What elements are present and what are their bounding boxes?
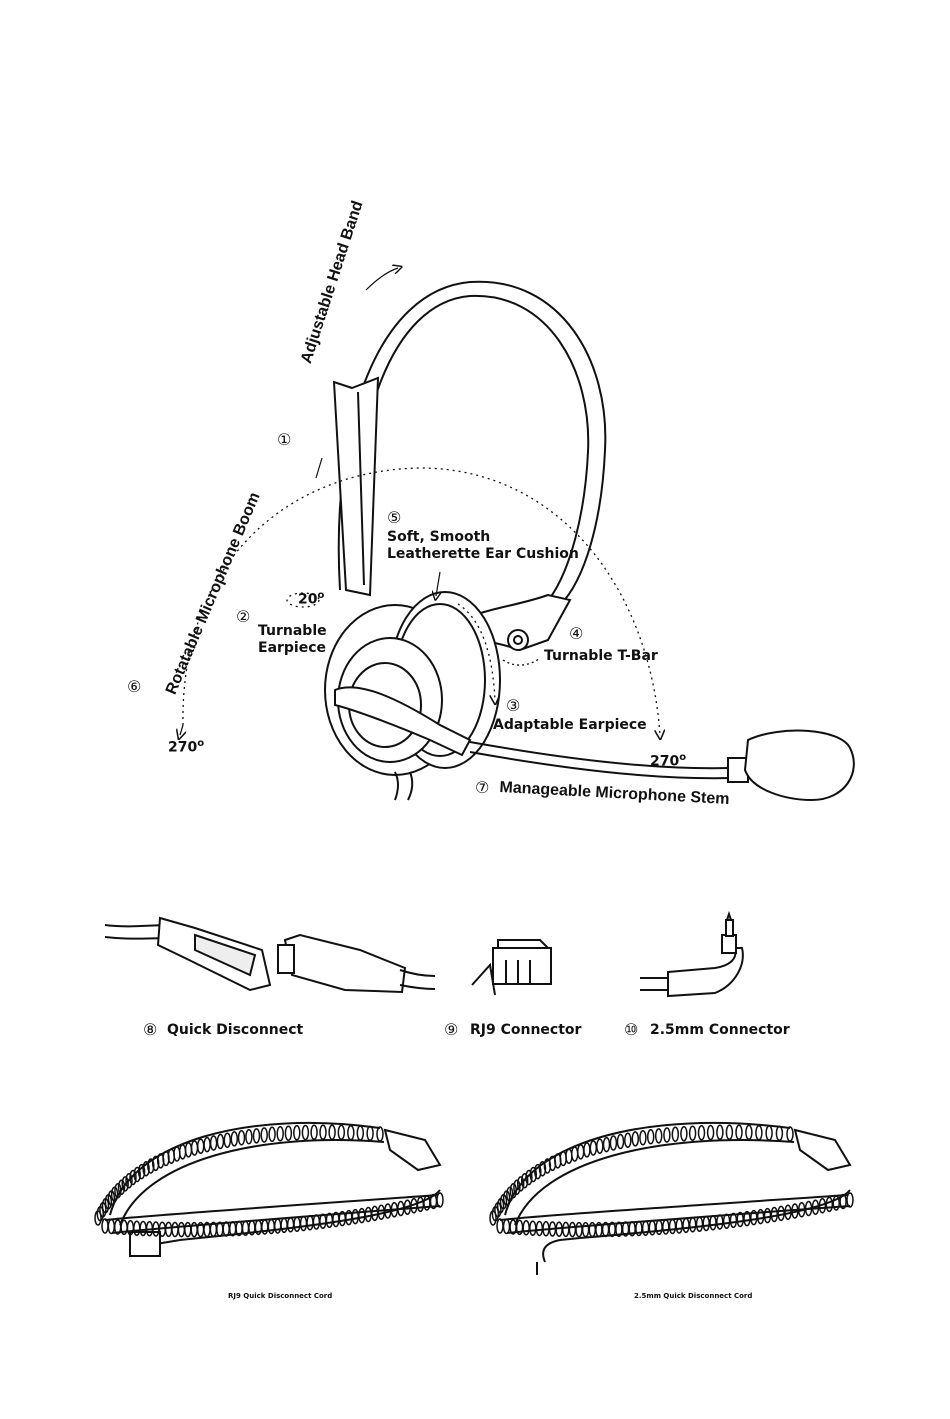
callout-4-marker: ④ [569,624,583,643]
callout-8-marker: ⑧ [143,1020,157,1039]
mm-connector-drawing [640,914,743,996]
boom-angle-left-label: 270o [168,738,204,756]
adaptable-earpiece-label: Adaptable Earpiece [493,717,647,734]
rj9-cord-caption: RJ9 Quick Disconnect Cord [228,1292,332,1300]
mm-connector-label: 2.5mm Connector [650,1022,790,1039]
rj9-connector-drawing [472,940,551,995]
coil-texture [95,1125,853,1236]
rj9-connector-label: RJ9 Connector [470,1022,581,1039]
turnable-earpiece-line1: Turnable [258,623,327,640]
callout-7-marker: ⑦ [475,778,489,797]
callout-5-marker: ⑤ [387,508,401,527]
headband-adjust-arrow-lower [316,458,322,478]
earpiece-angle-label: 20o [298,590,324,608]
callout-6-marker: ⑥ [127,677,141,696]
mm-cord-caption: 2.5mm Quick Disconnect Cord [634,1292,752,1300]
boom-angle-right-label: 270o [650,752,686,770]
ear-cushion-label-line1: Soft, Smooth [387,529,490,546]
turnable-earpiece-line2: Earpiece [258,640,326,657]
quick-disconnect-label: Quick Disconnect [167,1022,303,1039]
callout-9-marker: ⑨ [444,1020,458,1039]
mm-cord-drawing [500,1123,850,1275]
left-arc-arrow [180,725,183,735]
callout-1-marker: ① [277,430,291,449]
quick-disconnect-drawing [105,918,435,992]
turnable-t-bar-label: Turnable T-Bar [544,648,658,665]
headband-adjust-arrow [366,268,398,290]
ear-cushion-label-line2: Leatherette Ear Cushion [387,546,579,563]
callout-3-marker: ③ [506,696,520,715]
t-bar-turn-arc [503,658,540,665]
callout-10-marker: ⑩ [624,1020,638,1039]
callout-2-marker: ② [236,607,250,626]
